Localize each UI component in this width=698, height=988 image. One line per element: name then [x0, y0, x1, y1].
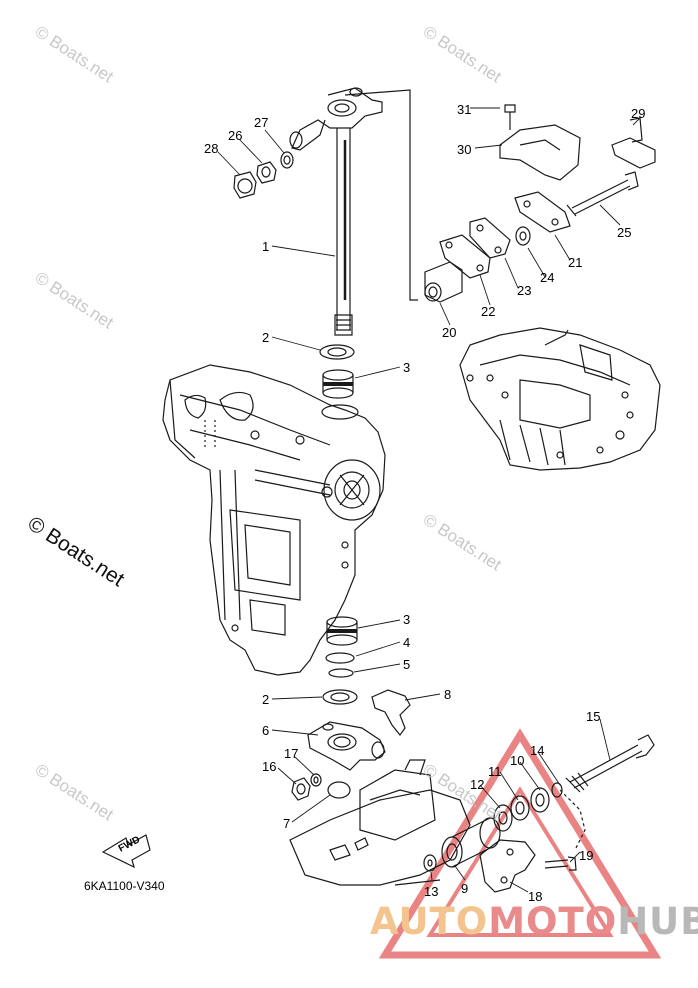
- part-label-10: 10: [510, 753, 525, 768]
- part-label-21: 21: [568, 255, 583, 270]
- bolt-25: [566, 171, 639, 217]
- part-label-8: 8: [444, 687, 452, 702]
- part-label-13: 13: [424, 884, 439, 899]
- mount-rubber-20: [424, 261, 463, 303]
- logo-part-2: MOTO: [488, 900, 618, 943]
- part-label-6: 6: [262, 723, 270, 738]
- part-label-1: 1: [262, 239, 270, 254]
- bracket-21: [514, 191, 571, 233]
- washer-2-lower: [322, 689, 358, 705]
- bolt-31: [504, 104, 516, 130]
- clamp-ring: [327, 781, 351, 799]
- plate-23: [469, 217, 511, 259]
- part-label-2: 2: [262, 330, 270, 345]
- logo-part-3: HUB: [617, 900, 698, 943]
- steering-arm-6: [307, 721, 386, 771]
- logo-part-1: AUTO: [370, 900, 489, 943]
- part-label-20: 20: [442, 325, 457, 340]
- part-label-3: 3: [403, 360, 411, 375]
- bolt-15: [565, 734, 655, 793]
- washer-12: [493, 804, 513, 832]
- autmotohub-logo: AUTOMOTOHUB: [370, 900, 698, 943]
- washer-2-upper: [319, 344, 355, 360]
- clip-8: [371, 689, 411, 736]
- steering-shaft: [289, 87, 383, 336]
- part-label-18: 18: [528, 889, 543, 904]
- nut-28: [233, 171, 257, 199]
- part-label-25: 25: [617, 225, 632, 240]
- washer-14: [551, 782, 563, 798]
- part-label-2-lower: 2: [262, 692, 270, 707]
- part-label-12: 12: [470, 777, 485, 792]
- nut-26: [256, 161, 277, 184]
- part-label-28: 28: [204, 141, 219, 156]
- diagram-code: 6KA1100-V340: [84, 879, 165, 893]
- fwd-arrow-icon: [101, 834, 151, 869]
- bushing-3-upper: [322, 369, 354, 399]
- swivel-bracket: [162, 364, 386, 676]
- bushing-3-lower: [326, 616, 358, 646]
- part-label-19: 19: [579, 848, 594, 863]
- plate-22: [439, 234, 491, 279]
- part-label-9: 9: [461, 881, 469, 896]
- part-label-15: 15: [586, 709, 601, 724]
- cover-30: [499, 124, 581, 181]
- part-label-30: 30: [457, 142, 472, 157]
- washer-10: [530, 787, 550, 813]
- part-label-17: 17: [284, 746, 299, 761]
- part-label-24: 24: [540, 270, 555, 285]
- washer-11: [510, 795, 530, 821]
- o-ring-5: [328, 668, 354, 678]
- washer-13: [423, 854, 437, 872]
- part-label-22: 22: [481, 304, 496, 319]
- part-label-26: 26: [228, 128, 243, 143]
- engine-case: [459, 327, 661, 471]
- part-label-29: 29: [631, 106, 646, 121]
- part-label-16: 16: [262, 759, 277, 774]
- clip-29: [611, 117, 656, 169]
- part-label-11: 11: [488, 764, 502, 779]
- part-label-27: 27: [254, 115, 269, 130]
- nut-16: [291, 777, 311, 801]
- logo-triangle-icon: [378, 728, 662, 959]
- part-label-3-lower: 3: [403, 612, 411, 627]
- screw-19: [544, 856, 577, 871]
- part-label-14: 14: [530, 743, 545, 758]
- bracket-18: [479, 839, 536, 893]
- leader-lines: [217, 107, 641, 893]
- washer-24: [515, 226, 531, 246]
- part-label-23: 23: [517, 283, 532, 298]
- part-label-7: 7: [283, 816, 291, 831]
- part-label-31: 31: [457, 102, 472, 117]
- o-ring-4: [325, 652, 355, 664]
- part-label-5: 5: [403, 657, 411, 672]
- washer-17: [310, 773, 322, 787]
- part-label-4: 4: [403, 635, 411, 650]
- washer-27: [280, 151, 294, 169]
